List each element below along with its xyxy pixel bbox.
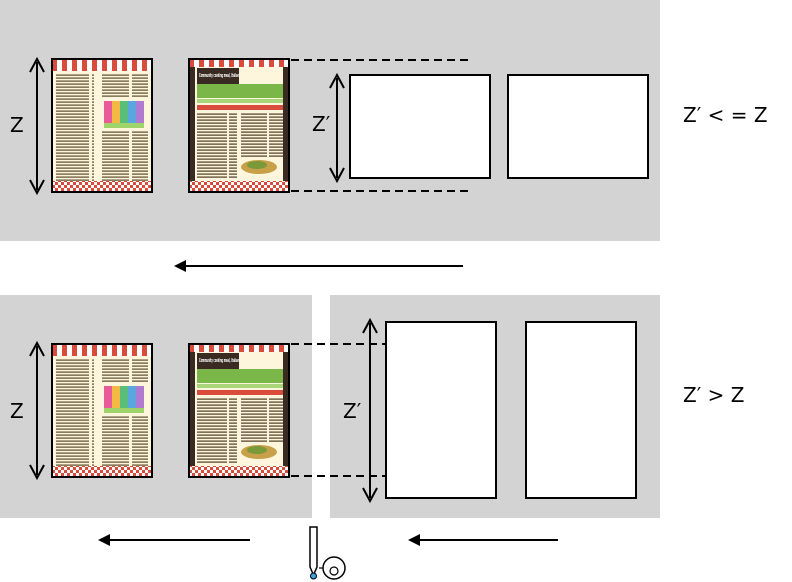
- bottom-zprime-label: Z′: [343, 399, 362, 423]
- bottom-feed-direction-arrow-right: [408, 534, 558, 546]
- top-z-dimension-arrow: [29, 56, 45, 196]
- bottom-blank-sheet-1: [385, 321, 497, 499]
- top-z-label: Z: [10, 113, 24, 137]
- bottom-page-thumbnail-1: [51, 343, 153, 478]
- bottom-page-headline: Community cooking meal, Italian: [199, 358, 239, 364]
- bottom-blank-sheet-2: [525, 321, 637, 499]
- top-zprime-label: Z′: [312, 112, 331, 136]
- top-condition-label: Z′ < = Z: [683, 103, 768, 127]
- top-zprime-dimension-arrow: [329, 72, 345, 184]
- bottom-condition-label: Z′ > Z: [683, 383, 744, 407]
- bottom-feed-direction-arrow-left: [98, 534, 250, 546]
- bottom-zprime-dimension-arrow: [362, 317, 378, 504]
- top-blank-sheet-2: [507, 74, 649, 179]
- bottom-z-dimension-arrow: [29, 340, 45, 481]
- cutter-icon: [309, 526, 346, 580]
- top-feed-direction-arrow: [174, 260, 463, 272]
- top-blank-sheet-1: [349, 74, 491, 179]
- top-page-thumbnail-1: [51, 58, 153, 193]
- top-page-headline: Community cooking meal, Italian: [199, 73, 239, 79]
- bottom-z-label: Z: [10, 399, 24, 423]
